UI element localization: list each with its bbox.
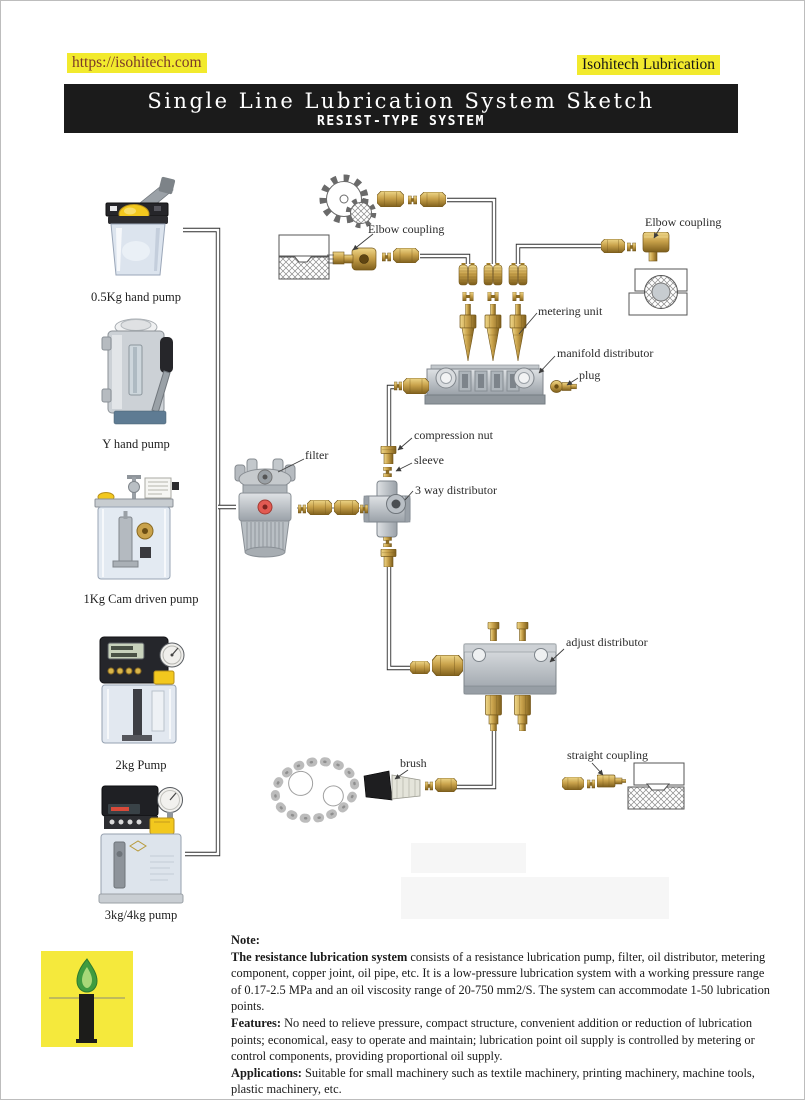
compression-nut-fitting <box>380 446 397 464</box>
pump-label-3kg-4kg: 3kg/4kg pump <box>104 908 178 922</box>
label-manifold-distributor: manifold distributor <box>557 346 654 360</box>
fittings <box>298 191 670 792</box>
note-block: Note: The resistance lubrication system … <box>231 932 777 1098</box>
machine-way-bottom-image <box>627 762 685 810</box>
label-straight-coupling: straight coupling <box>567 748 648 762</box>
watermark-block <box>411 843 526 873</box>
hand-pump-05kg-image <box>105 176 176 276</box>
pump-2kg-image <box>99 636 185 744</box>
label-metering-unit: metering unit <box>538 304 603 318</box>
note-text-features: No need to relieve pressure, compact str… <box>231 1015 755 1064</box>
elbow-coupling-right-fitting <box>642 232 670 262</box>
cam-driven-pump-1kg-image <box>94 475 179 580</box>
page-subtitle: RESIST-TYPE SYSTEM <box>317 114 485 129</box>
three-way-distributor-image <box>363 480 411 538</box>
pump-label-2kg: 2kg Pump <box>115 758 167 772</box>
leader-lines <box>277 227 661 780</box>
label-brush: brush <box>400 756 427 770</box>
y-hand-pump-image <box>101 318 173 425</box>
metering-unit-fitting <box>459 304 477 361</box>
label-three-way-distributor: 3 way distributor <box>415 483 497 497</box>
machine-way-top-image <box>278 234 330 280</box>
brand-text: Isohitech Lubrication <box>577 55 720 75</box>
manifold-distributor-image <box>424 364 546 405</box>
note-lead-system: The resistance lubrication system <box>231 949 408 964</box>
note-paragraph-features: Features: No need to relieve pressure, c… <box>231 1015 777 1065</box>
plug-fitting <box>550 380 577 393</box>
elbow-stud <box>332 251 345 265</box>
chain-image <box>270 757 360 823</box>
note-text-system: consists of a resistance lubrication pum… <box>231 949 770 1014</box>
brush-image <box>363 770 421 801</box>
gear-coupling-fitting <box>377 191 404 207</box>
logo-graphic <box>49 958 125 1043</box>
watermark-block <box>401 877 669 919</box>
company-logo <box>41 951 133 1047</box>
gears-image <box>319 174 377 229</box>
bearing-image <box>628 268 688 316</box>
pump-3kg-4kg-image <box>98 785 184 904</box>
label-compression-nut: compression nut <box>414 428 493 442</box>
label-elbow-coupling-right: Elbow coupling <box>645 215 722 229</box>
pump-label-05kg: 0.5Kg hand pump <box>91 290 181 304</box>
label-plug: plug <box>579 368 601 382</box>
straight-coupling-fitting <box>597 774 626 788</box>
note-heading: Note: <box>231 933 260 947</box>
note-paragraph-system: The resistance lubrication system consis… <box>231 949 777 1015</box>
brand-label: Isohitech Lubrication <box>577 55 720 75</box>
note-text-applications: Suitable for small machinery such as tex… <box>231 1065 755 1097</box>
elbow-coupling-left-fitting <box>344 247 377 271</box>
page-title: Single Line Lubrication System Sketch <box>147 89 655 113</box>
pump-label-1kg-cam: 1Kg Cam driven pump <box>83 592 199 606</box>
label-sleeve: sleeve <box>414 453 444 467</box>
site-url-text: https://isohitech.com <box>67 53 207 73</box>
sleeve-fitting <box>383 467 392 477</box>
label-filter: filter <box>305 448 329 462</box>
filter-image <box>234 458 296 558</box>
title-banner: Single Line Lubrication System Sketch RE… <box>64 84 738 133</box>
oil-pipes <box>183 197 601 857</box>
note-paragraph-applications: Applications: Suitable for small machine… <box>231 1065 777 1098</box>
metering-coupling <box>458 263 478 286</box>
note-lead-applications: Applications: <box>231 1065 302 1080</box>
adjust-distributor-image <box>463 643 557 695</box>
label-adjust-distributor: adjust distributor <box>566 635 648 649</box>
label-elbow-coupling-top: Elbow coupling <box>368 222 445 236</box>
site-url-link[interactable]: https://isohitech.com <box>67 53 207 73</box>
pump-label-y-hand: Y hand pump <box>102 437 170 451</box>
note-lead-features: Features: <box>231 1015 282 1030</box>
